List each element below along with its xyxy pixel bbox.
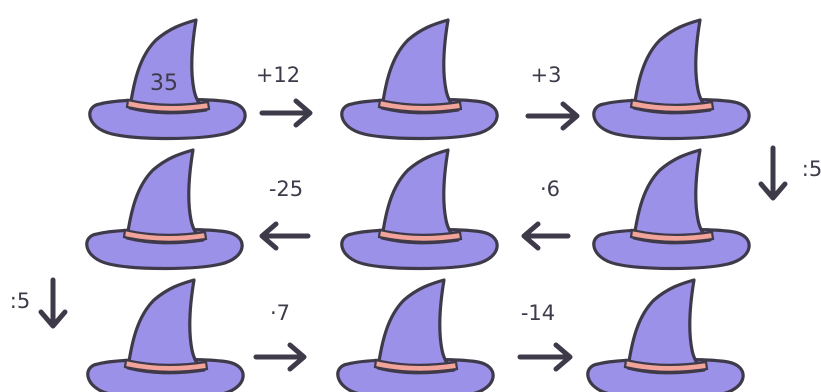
- operation-label: -14: [521, 301, 555, 325]
- operation-label: :5: [802, 157, 821, 181]
- arrow-right-icon: [525, 101, 580, 131]
- witch-hat-icon: [336, 278, 495, 392]
- arrow-right-icon: [259, 98, 313, 128]
- operation-label: ·7: [270, 301, 290, 325]
- operation-label: ·6: [540, 177, 560, 201]
- hat-number: 35: [150, 71, 178, 96]
- witch-hat-icon: [592, 148, 751, 271]
- witch-hat-icon: [86, 278, 245, 392]
- operation-label: +3: [531, 63, 562, 87]
- arrow-left-icon: [521, 221, 571, 251]
- arrow-down-icon: [758, 145, 788, 201]
- witch-hat-icon: [85, 148, 244, 271]
- witch-hat-icon: [340, 18, 499, 141]
- witch-hat-icon: [586, 278, 745, 392]
- arrow-left-icon: [259, 221, 311, 251]
- operation-label: -25: [269, 177, 303, 201]
- arrow-right-icon: [517, 342, 573, 372]
- witch-hat-icon: [592, 18, 751, 141]
- arrow-down-icon: [38, 277, 68, 329]
- arrow-right-icon: [253, 342, 307, 372]
- witch-hat-icon: [340, 148, 499, 271]
- operation-label: :5: [10, 289, 30, 313]
- operation-label: +12: [256, 63, 300, 87]
